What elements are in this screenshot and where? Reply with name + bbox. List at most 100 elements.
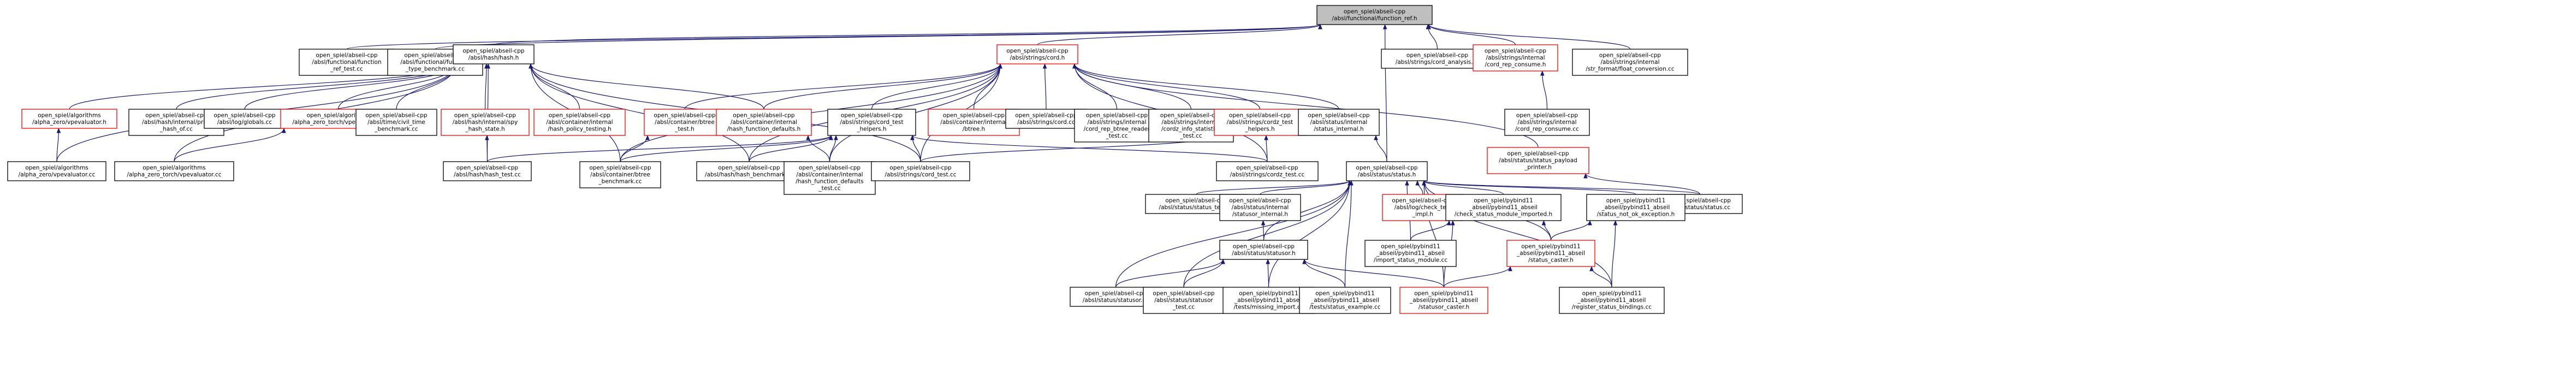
- node-label-line: open_spiel/abseil-cpp: [1160, 112, 1222, 119]
- graph-node-register-status-bindings[interactable]: open_spiel/pybind11_abseil/pybind11_abse…: [1559, 287, 1665, 314]
- graph-node-hash-fn-defaults-h[interactable]: open_spiel/abseil-cpp/absl/container/int…: [716, 109, 812, 136]
- node-label-line: _abseil/pybind11_abseil: [1376, 250, 1445, 257]
- node-label-line: _abseil/pybind11_abseil: [1469, 204, 1538, 211]
- node-label-line: open_spiel/pybind11: [1414, 291, 1474, 297]
- node-label-line: /absl/status/statusor.h: [1232, 250, 1295, 257]
- node-label-line: _abseil/pybind11_abseil: [1234, 297, 1303, 304]
- graph-node-status-h[interactable]: open_spiel/abseil-cpp/absl/status/status…: [1346, 161, 1428, 181]
- graph-node-statusor-internal[interactable]: open_spiel/abseil-cpp/absl/status/intern…: [1219, 194, 1301, 221]
- node-label-line: /check_status_module_imported.h: [1455, 211, 1552, 218]
- graph-node-spy-hash-state[interactable]: open_spiel/abseil-cpp/absl/hash/internal…: [441, 109, 530, 136]
- node-label-line: _printer.h: [1524, 164, 1552, 171]
- node-label-line: open_spiel/abseil-cpp: [718, 165, 780, 171]
- graph-node-btree-internal[interactable]: open_spiel/abseil-cpp/absl/container/int…: [928, 109, 1020, 136]
- graph-node-str-format-float[interactable]: open_spiel/abseil-cpp/absl/strings/inter…: [1572, 49, 1688, 76]
- graph-node-alpha-zero-h[interactable]: open_spiel/algorithms/alpha_zero/vpevalu…: [21, 109, 117, 129]
- graph-node-cordz-test-helpers[interactable]: open_spiel/abseil-cpp/absl/strings/cordz…: [1214, 109, 1306, 136]
- graph-node-btree-bench[interactable]: open_spiel/abseil-cpp/absl/container/btr…: [579, 161, 661, 188]
- node-label-line: /absl/container/btree: [655, 119, 715, 126]
- graph-node-btree-test-h[interactable]: open_spiel/abseil-cpp/absl/container/btr…: [644, 109, 726, 136]
- node-label-line: /cord_rep_btree_reader: [1084, 126, 1150, 133]
- edge-cordz-test-to-cord-test-helpers: [910, 135, 1268, 162]
- graph-node-cord-test[interactable]: open_spiel/abseil-cpp/absl/strings/cord_…: [871, 161, 970, 181]
- node-label-line: open_spiel/abseil-cpp: [1153, 291, 1215, 297]
- node-box: [1364, 240, 1457, 267]
- graph-node-cord-cc[interactable]: open_spiel/abseil-cpp/absl/strings/cord.…: [1005, 109, 1087, 129]
- node-label-line: open_spiel/pybind11: [1582, 291, 1642, 297]
- graph-node-civil-time-bench[interactable]: open_spiel/abseil-cpp/absl/time/civil_ti…: [355, 109, 437, 136]
- node-label-line: /absl/status/status_test.cc: [1159, 204, 1234, 211]
- graph-node-status-payload-printer[interactable]: open_spiel/abseil-cpp/absl/status/status…: [1487, 147, 1589, 174]
- node-box: [644, 109, 726, 136]
- node-label-line: /statusor_caster.h: [1418, 304, 1469, 311]
- graph-node-hash-fn-defaults-test[interactable]: open_spiel/abseil-cpp/absl/container/int…: [784, 161, 876, 195]
- node-label-line: open_spiel/abseil-cpp: [1308, 112, 1370, 119]
- graph-node-statusor-test[interactable]: open_spiel/abseil-cpp/absl/status/status…: [1143, 287, 1225, 314]
- edge-hash-fn-defaults-h-to-cord-h: [763, 63, 1002, 110]
- node-box: [1299, 287, 1391, 314]
- graph-node-fn-ref-test[interactable]: open_spiel/abseil-cpp/absl/functional/fu…: [299, 49, 395, 76]
- graph-node-status-caster[interactable]: open_spiel/pybind11_abseil/pybind11_abse…: [1506, 240, 1595, 267]
- graph-node-cord-test-helpers[interactable]: open_spiel/abseil-cpp/absl/strings/cord_…: [827, 109, 916, 136]
- graph-node-cord-rep-consume-cc[interactable]: open_spiel/abseil-cpp/absl/strings/inter…: [1504, 109, 1590, 136]
- graph-node-hash-h[interactable]: open_spiel/abseil-cpp/absl/hash/hash.h: [453, 44, 535, 64]
- node-label-line: /absl/strings/internal: [1486, 55, 1545, 61]
- node-label-line: open_spiel/abseil-cpp: [654, 112, 716, 119]
- edge-str-format-float-to-root: [1427, 24, 1631, 50]
- node-label-line: open_spiel/algorithms: [307, 112, 370, 119]
- edge-hash-bench-to-hash-h: [529, 63, 750, 162]
- node-box: [1473, 44, 1558, 72]
- edge-statusor-internal-to-status-h: [1260, 180, 1352, 195]
- node-label-line: /cord_rep_consume.h: [1485, 62, 1546, 68]
- edge-import-status-module-to-check-status-module: [1410, 220, 1451, 241]
- graph-node-flags-globals[interactable]: open_spiel/abseil-cpp/absl/log/globals.c…: [204, 109, 286, 129]
- graph-node-cord-h[interactable]: open_spiel/abseil-cpp/absl/strings/cord.…: [996, 44, 1078, 64]
- graph-node-missing-import[interactable]: open_spiel/pybind11_abseil/pybind11_abse…: [1222, 287, 1315, 314]
- node-label-line: /register_status_bindings.cc: [1572, 304, 1652, 311]
- graph-node-check-status-module[interactable]: open_spiel/pybind11_abseil/pybind11_abse…: [1445, 194, 1562, 221]
- edge-btree-bench-to-cord-test-helpers: [620, 135, 833, 162]
- graph-node-alpha-zero-torch-cc[interactable]: open_spiel/algorithms/alpha_zero_torch/v…: [114, 161, 234, 181]
- graph-node-import-status-module[interactable]: open_spiel/pybind11_abseil/pybind11_abse…: [1364, 240, 1457, 267]
- node-label-line: /tests/missing_import.cc: [1234, 304, 1304, 311]
- node-label-line: /absl/hash/hash_benchmark.cc: [705, 171, 793, 178]
- edge-status-h-to-status-internal-h: [1374, 135, 1387, 162]
- edge-status-cc-to-status-h: [1422, 180, 1701, 195]
- node-label-line: open_spiel/abseil-cpp: [549, 112, 611, 119]
- node-box: [1074, 109, 1160, 143]
- node-label-line: /absl/strings/internal: [1162, 119, 1221, 126]
- node-label-line: open_spiel/abseil-cpp: [1599, 52, 1661, 59]
- graph-node-status-internal-h[interactable]: open_spiel/abseil-cpp/absl/status/intern…: [1298, 109, 1380, 136]
- node-label-line: _test.cc: [1105, 133, 1128, 139]
- node-label-line: open_spiel/abseil-cpp: [733, 112, 795, 119]
- graph-node-cord-rep-consume-h[interactable]: open_spiel/abseil-cpp/absl/strings/inter…: [1473, 44, 1558, 72]
- graph-node-hash-test[interactable]: open_spiel/abseil-cpp/absl/hash/hash_tes…: [443, 161, 532, 181]
- node-label-line: open_spiel/pybind11: [1239, 291, 1298, 297]
- node-label-line: /absl/strings/internal: [1601, 59, 1660, 66]
- node-label-line: _hash_state.h: [465, 126, 504, 133]
- node-label-line: open_spiel/abseil-cpp: [454, 112, 517, 119]
- node-label-line: /absl/strings/cordz_test.cc: [1230, 171, 1305, 178]
- graph-node-cordz-test[interactable]: open_spiel/abseil-cpp/absl/strings/cordz…: [1216, 161, 1319, 181]
- graph-node-cord-rep-btree-reader-test[interactable]: open_spiel/abseil-cpp/absl/strings/inter…: [1074, 109, 1160, 143]
- graph-node-status-example[interactable]: open_spiel/pybind11_abseil/pybind11_abse…: [1299, 287, 1391, 314]
- node-box: [1222, 287, 1315, 314]
- graph-node-status-not-ok-exc[interactable]: open_spiel/pybind11_abseil/pybind11_abse…: [1586, 194, 1685, 221]
- node-label-line: open_spiel/abseil-cpp: [316, 52, 378, 59]
- node-label-line: /absl/hash/hash.h: [468, 55, 519, 61]
- node-box: [355, 109, 437, 136]
- node-label-line: open_spiel/algorithms: [25, 165, 88, 171]
- edge-hash-policy-testing-to-hash-h: [529, 63, 580, 110]
- node-label-line: open_spiel/abseil-cpp: [1236, 165, 1298, 171]
- node-label-line: /status_not_ok_exception.h: [1597, 211, 1675, 218]
- graph-node-statusor-caster[interactable]: open_spiel/pybind11_abseil/pybind11_abse…: [1399, 287, 1488, 314]
- graph-node-root[interactable]: open_spiel/abseil-cpp/absl/functional/fu…: [1316, 5, 1433, 25]
- node-label-line: /absl/hash/internal/spy: [453, 119, 518, 126]
- edge-statusor-h-to-statusor-internal: [1261, 220, 1266, 241]
- edge-statusor-test-to-status-h: [1183, 180, 1352, 288]
- graph-node-alpha-zero-cc[interactable]: open_spiel/algorithms/alpha_zero/vpevalu…: [7, 161, 106, 181]
- node-label-line: open_spiel/abseil-cpp: [1015, 112, 1077, 119]
- graph-node-hash-policy-testing[interactable]: open_spiel/abseil-cpp/absl/container/int…: [533, 109, 626, 136]
- graph-node-statusor-h[interactable]: open_spiel/abseil-cpp/absl/status/status…: [1219, 240, 1308, 260]
